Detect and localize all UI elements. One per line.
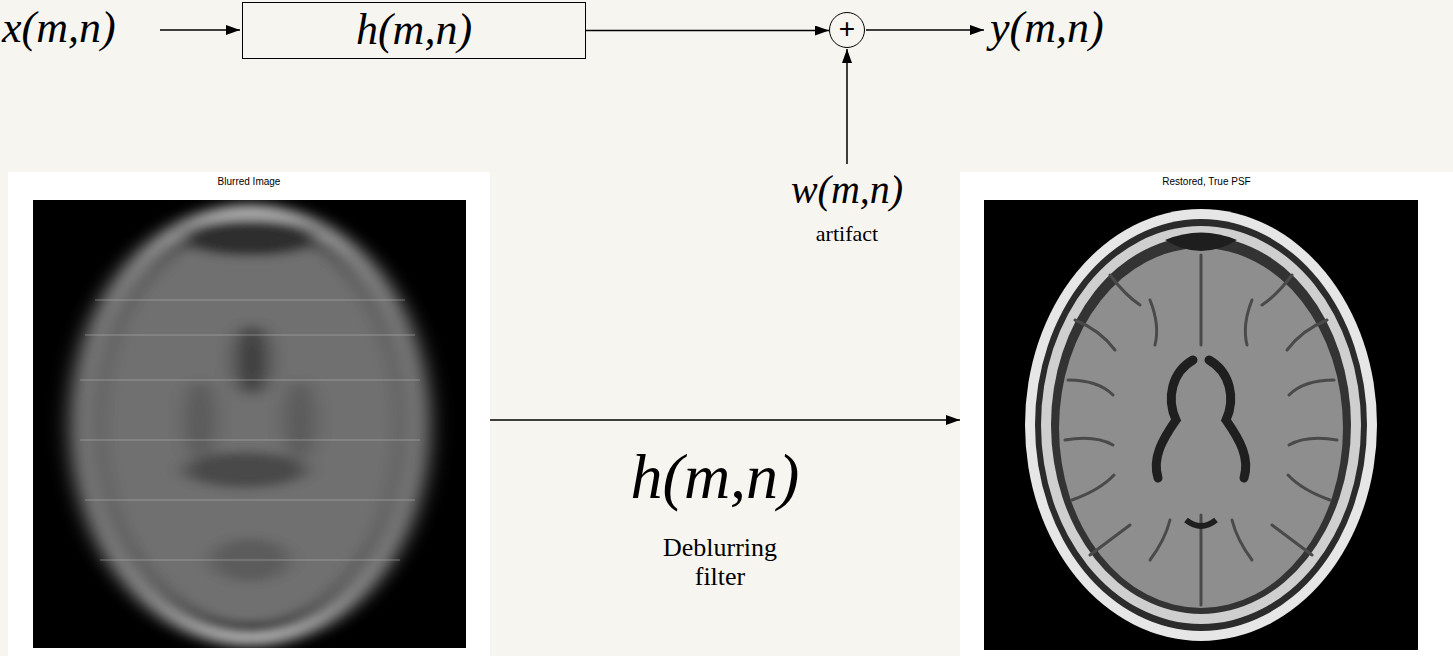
restored-brain [1025, 209, 1377, 641]
image-panel: Restored, True PSF [960, 172, 1453, 656]
image-frame [33, 200, 466, 648]
summing-junction: + [829, 12, 865, 48]
image-title: Restored, True PSF [1162, 172, 1250, 188]
signal-arrow [160, 29, 240, 31]
system-label: h(m,n) [356, 6, 472, 54]
annotation: artifact [767, 222, 927, 246]
signal-name: y(m,n) [990, 4, 1170, 52]
system-box: h(m,n) [242, 2, 586, 59]
image-panel-ground [960, 172, 1453, 656]
flow-arrow [490, 419, 960, 421]
signal-arrow [846, 49, 848, 164]
image-panel: Blurred Image [8, 172, 490, 656]
filter-name: h(m,n) [585, 442, 845, 512]
signal-arrow [866, 29, 984, 31]
signal-name: w(m,n) [757, 168, 937, 212]
annotation: Deblurring filter [645, 534, 795, 591]
image-panel-ground [8, 172, 490, 656]
blurred-brain [68, 203, 432, 647]
signal-name: x(m,n) [2, 4, 162, 52]
image-title: Blurred Image [218, 172, 281, 188]
image-frame [984, 200, 1418, 650]
flow-arrow [586, 30, 829, 32]
plus-sign: + [839, 15, 855, 43]
